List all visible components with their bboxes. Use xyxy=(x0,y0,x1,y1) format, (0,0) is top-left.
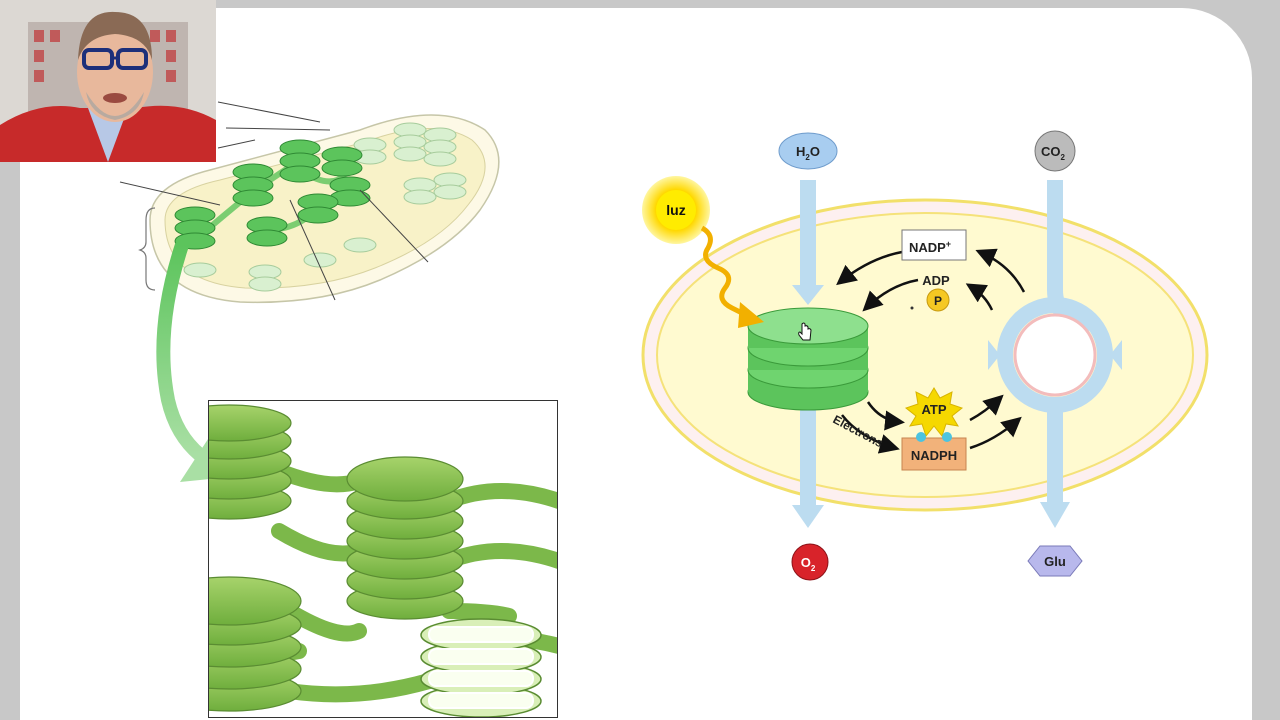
co2-input: CO2 xyxy=(1034,130,1076,172)
dot xyxy=(910,306,914,310)
svg-text:O2: O2 xyxy=(801,555,816,573)
light-source: luz xyxy=(642,176,764,328)
atp-label: ATP xyxy=(921,402,946,417)
chloroplast-overview xyxy=(110,90,520,315)
leader-line xyxy=(217,101,321,123)
leader-line xyxy=(359,189,429,263)
glucose-output: Glu xyxy=(1027,545,1083,577)
nadph-label: NADPH xyxy=(911,448,957,463)
hand-cursor-icon xyxy=(798,322,812,341)
phosphate-label: P xyxy=(934,294,942,308)
nadp-box: NADP+ xyxy=(901,229,967,261)
adp-label: ADP xyxy=(922,273,950,288)
thylakoid-closeup xyxy=(208,400,558,718)
bracket xyxy=(138,207,156,291)
water-input: H2O xyxy=(778,132,838,170)
nadph-box: NADPH xyxy=(901,432,967,471)
glucose-label: Glu xyxy=(1044,554,1066,569)
cycle-arrows xyxy=(836,248,1026,454)
atp-burst: ATP xyxy=(904,387,964,438)
calvin-cycle-center xyxy=(1013,313,1097,397)
presenter-webcam xyxy=(0,0,216,162)
leader-line xyxy=(225,127,331,131)
svg-text:H2O: H2O xyxy=(796,144,820,162)
photosynthesis-diagram: luz NADP+ ADP P xyxy=(640,130,1220,595)
svg-text:CO2: CO2 xyxy=(1041,144,1066,162)
calvin-cycle xyxy=(997,180,1113,505)
leader-line xyxy=(289,199,336,301)
leader-line xyxy=(217,139,256,149)
grana-stacks xyxy=(174,139,371,250)
leader-line xyxy=(119,181,221,206)
thylakoid-stack xyxy=(747,307,869,411)
oxygen-output: O2 xyxy=(791,543,829,581)
phosphate-circle xyxy=(926,288,950,312)
svg-text:NADP+: NADP+ xyxy=(909,239,951,255)
light-label: luz xyxy=(666,202,685,218)
slide-border xyxy=(1252,0,1280,720)
water-flow-arrow xyxy=(792,180,824,528)
